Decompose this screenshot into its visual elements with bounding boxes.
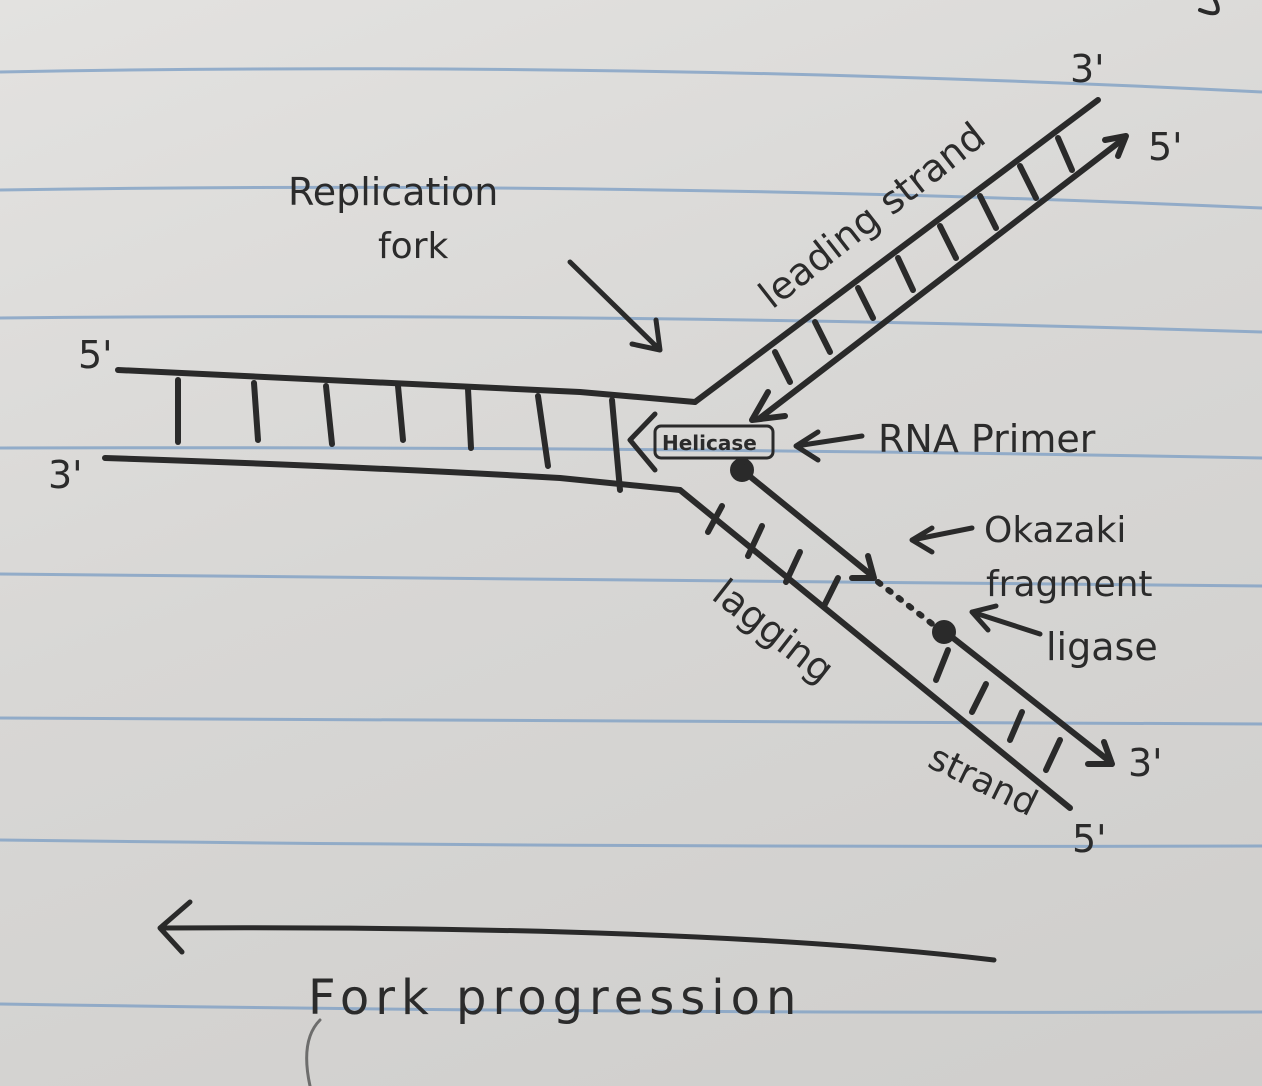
lagging-rungs — [705, 503, 1063, 773]
lagging-new-strand-a — [739, 467, 873, 577]
rna-primer-arrow — [793, 429, 865, 463]
rna-primer-label: RNA Primer — [878, 417, 1096, 461]
end-label-parent-top: 5' — [78, 333, 113, 377]
parent-bottom-strand — [102, 455, 683, 493]
text-labels: Replication fork leading strand RNA Prim… — [288, 114, 1158, 1026]
parent-top-strand — [115, 367, 698, 405]
ligase-arrow — [969, 603, 1043, 637]
corner-scribble — [1198, 0, 1220, 16]
parent-duplex — [102, 367, 698, 493]
lagging-label: lagging — [704, 570, 842, 691]
replication-fork-arrow — [567, 259, 663, 353]
leading-new-strand — [757, 137, 1125, 421]
annotation-arrows — [157, 259, 1043, 963]
okazaki-label-line2: fragment — [986, 564, 1153, 605]
end-labels: 5' 3' 3' 5' 3' 5' — [48, 47, 1183, 861]
helicase-mark: Helicase — [627, 411, 775, 473]
replication-fork-label-line1: Replication — [288, 170, 498, 214]
leading-arrowhead — [749, 389, 788, 423]
base-pair-rungs — [175, 377, 623, 493]
leading-template-strand — [692, 97, 1101, 405]
lagging-template-strand — [677, 487, 1073, 811]
end-label-leading-top: 3' — [1070, 47, 1105, 91]
end-label-lagging-bottom: 5' — [1072, 817, 1107, 861]
end-label-parent-bottom: 3' — [48, 453, 83, 497]
lagging-arm — [677, 458, 1115, 811]
fork-progression-arrow — [157, 899, 997, 963]
end-label-leading-new: 5' — [1148, 125, 1183, 169]
helicase-label: Helicase — [662, 431, 757, 455]
lagging-arrowhead-b — [1085, 739, 1115, 767]
lagging-arrowhead-a — [849, 553, 877, 581]
primer-dot — [730, 458, 754, 482]
fork-progression-label: Fork progression — [308, 970, 802, 1026]
ligase-label: ligase — [1046, 625, 1158, 669]
okazaki-arrow — [909, 525, 975, 555]
leading-strand-label: leading strand — [750, 114, 993, 317]
end-label-lagging-new: 3' — [1128, 741, 1163, 785]
ligase-dot — [932, 620, 956, 644]
okazaki-dots — [875, 579, 943, 633]
replication-fork-label-line2: fork — [378, 226, 449, 267]
strand-label: strand — [922, 737, 1044, 824]
leading-rungs — [772, 135, 1075, 385]
okazaki-label-line1: Okazaki — [984, 510, 1126, 551]
lagging-new-strand-b — [945, 631, 1111, 763]
page-edge-curve — [305, 1018, 322, 1086]
leading-arm — [692, 97, 1129, 423]
leading-arrowhead-top — [1102, 133, 1129, 159]
